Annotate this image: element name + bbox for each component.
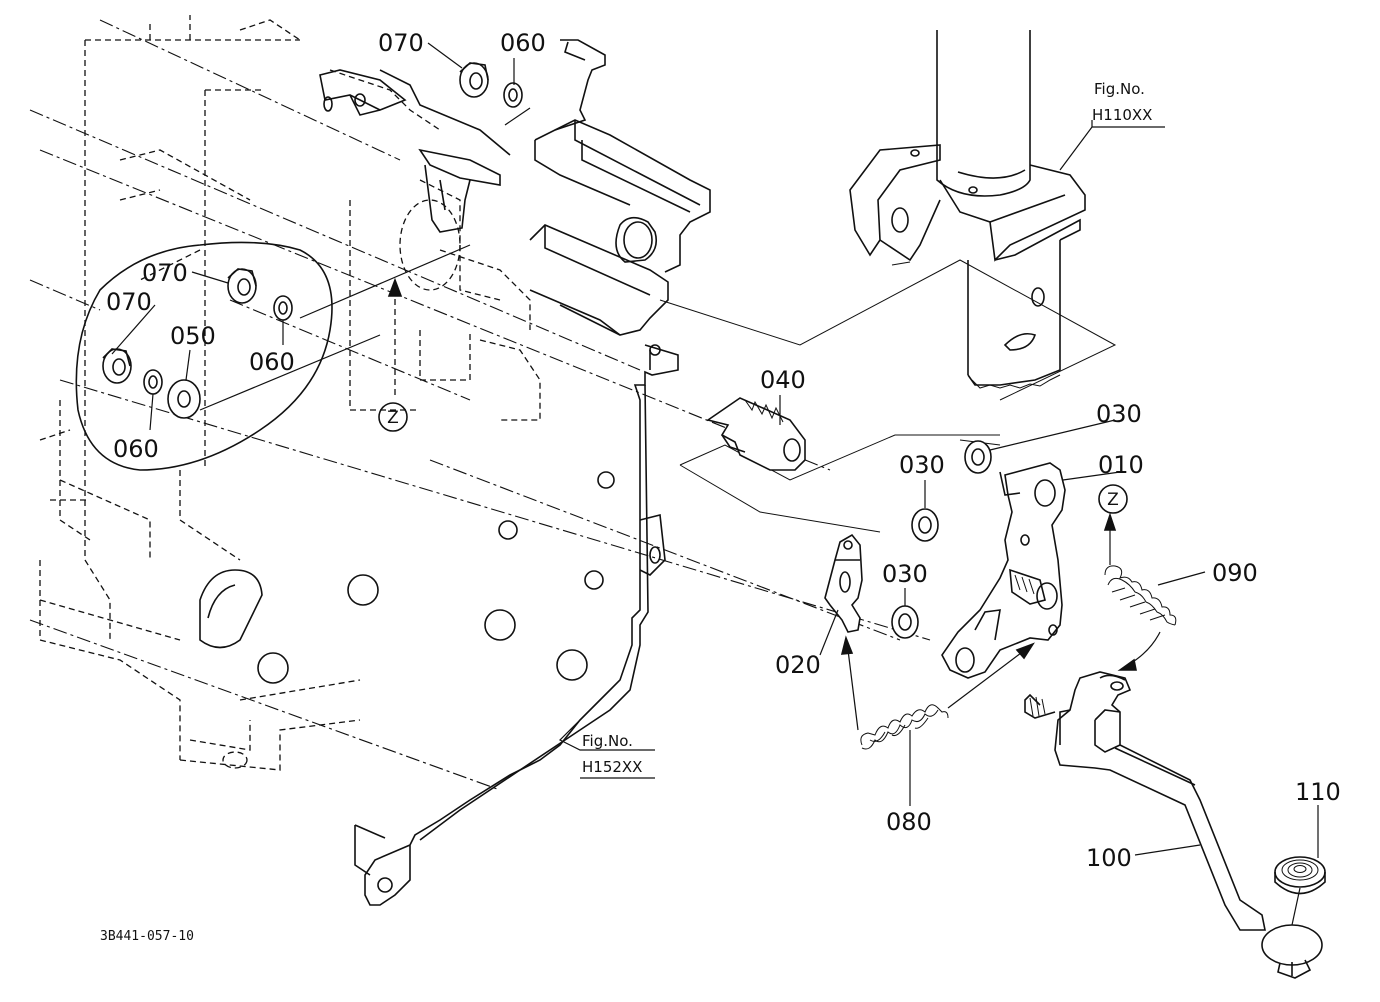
part-100-pedal-rod: [1024, 671, 1266, 931]
leader-lines: [111, 42, 1319, 926]
label-070-inset-upper: 070: [142, 259, 188, 287]
label-100: 100: [1086, 844, 1132, 872]
part-020-latch: [824, 533, 863, 633]
top-hardware: [459, 62, 523, 108]
label-030-middle: 030: [899, 451, 945, 479]
frame-chassis: [39, 15, 541, 771]
part-labels: 070 060 070 070 050 060 060 040 030 030 …: [106, 29, 1341, 872]
arrows: [387, 277, 1161, 731]
label-060-inset-right: 060: [249, 348, 295, 376]
side-plate: [199, 344, 679, 906]
label-030-lower: 030: [882, 560, 928, 588]
washers-030: [891, 440, 992, 639]
fig-ref-h152-line2: H152XX: [582, 758, 642, 776]
linkage-lines: [659, 259, 1117, 533]
label-050: 050: [170, 322, 216, 350]
label-070-inset-left: 070: [106, 288, 152, 316]
label-040: 040: [760, 366, 806, 394]
label-070-top: 070: [378, 29, 424, 57]
part-040-ratchet-cam: [706, 397, 806, 471]
label-020: 020: [775, 651, 821, 679]
part-090-spring: [1104, 565, 1177, 626]
part-080-spring: [860, 704, 949, 750]
pivot-bracket: [319, 39, 711, 336]
fig-ref-h110-line1: Fig.No.: [1094, 80, 1145, 98]
label-090: 090: [1212, 559, 1258, 587]
fig-ref-h110-line2: H110XX: [1092, 106, 1152, 124]
label-080: 080: [886, 808, 932, 836]
fig-ref-h152-line1: Fig.No.: [582, 732, 633, 750]
figure-references: Fig.No. H110XX Fig.No. H152XX: [580, 80, 1152, 779]
label-110: 110: [1295, 778, 1341, 806]
label-060-inset-bottom: 060: [113, 435, 159, 463]
z-marker-lower: Z: [1098, 484, 1128, 514]
z-label-inset: Z: [387, 408, 399, 428]
center-lines: [29, 19, 931, 791]
z-label-spring: Z: [1107, 490, 1119, 510]
label-030-upper: 030: [1096, 400, 1142, 428]
label-060-top: 060: [500, 29, 546, 57]
part-010-pedal-arm: [941, 462, 1066, 679]
inset-detail: [75, 241, 471, 471]
label-010: 010: [1098, 451, 1144, 479]
drawing-code: 3B441-057-10: [100, 929, 194, 944]
z-marker-upper: Z: [378, 402, 408, 432]
steering-bracket: [849, 30, 1086, 389]
